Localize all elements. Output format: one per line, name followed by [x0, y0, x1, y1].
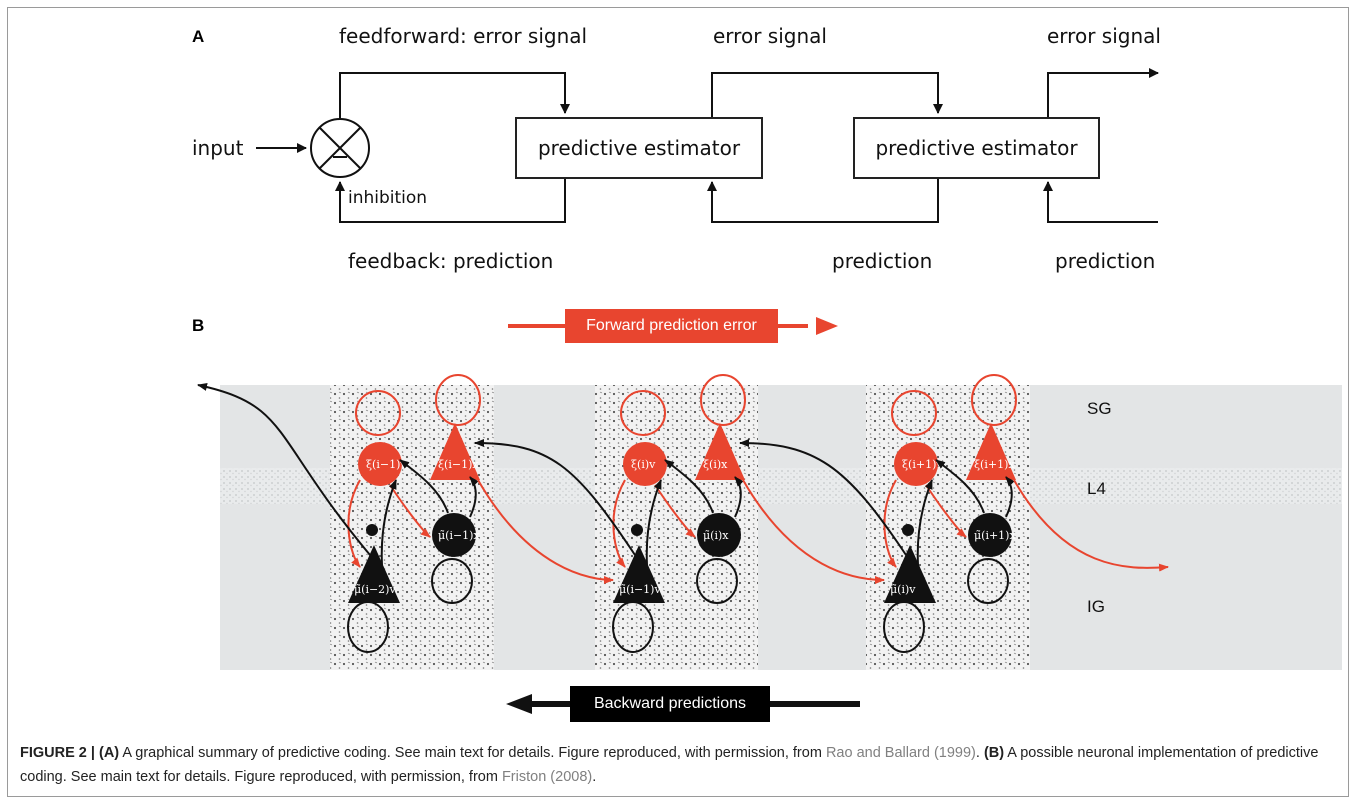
internal-prediction-arrow — [935, 459, 985, 514]
error-signal-label-3: error signal — [1047, 24, 1161, 48]
prediction-unit-x-label: μ̃(i)x — [703, 529, 729, 542]
internal-prediction-arrow — [664, 459, 714, 514]
inhibitory-dot — [902, 524, 914, 536]
error-unit-loop — [971, 374, 1017, 426]
internal-error-arrow — [883, 479, 897, 568]
input-label: input — [192, 136, 244, 160]
caption-b-text: A possible neuronal implementation of pr… — [20, 745, 1319, 785]
feedforward-wire-2 — [711, 72, 943, 118]
prediction-label-2: prediction — [832, 249, 933, 273]
prediction-unit-x-label: μ̃(i−1)x — [438, 529, 480, 542]
caption-b-end: . — [592, 769, 597, 785]
backward-prediction-arrow-2 — [739, 439, 907, 556]
internal-prediction-arrow — [1005, 476, 1015, 518]
error-unit-triangle — [966, 423, 1016, 480]
prediction-unit-x-label: μ̃(i+1)x — [974, 529, 1016, 542]
error-unit-v-label: ξ(i+1)v — [902, 458, 943, 471]
internal-error-arrow — [925, 484, 967, 538]
cortical-column-1: ξ(i−1)v ξ(i−1)x μ̃(i−1)x μ̃(i−2)v — [347, 374, 481, 653]
layer-label-l4: L4 — [1087, 479, 1106, 498]
inhibitory-dot — [366, 524, 378, 536]
error-unit-loop — [355, 390, 401, 436]
error-unit-v-label: ξ(i)v — [631, 458, 656, 471]
citation-rao-ballard[interactable]: Rao and Ballard (1999) — [825, 745, 976, 761]
internal-prediction-arrow — [734, 476, 744, 518]
inhibition-label: inhibition — [348, 188, 428, 208]
feedback-wire-1 — [335, 177, 566, 223]
citation-friston[interactable]: Friston (2008) — [501, 769, 593, 785]
layer-label-ig: IG — [1087, 597, 1105, 616]
error-unit-circle — [358, 442, 402, 486]
feedforward-label: feedforward: error signal — [339, 24, 588, 48]
caption-a-text: A graphical summary of predictive coding… — [119, 745, 826, 761]
layer-label-sg: SG — [1087, 399, 1112, 418]
feedback-wire-3 — [1043, 181, 1158, 223]
internal-error-arrow — [612, 479, 626, 568]
error-unit-loop — [435, 374, 481, 426]
internal-prediction-arrow — [380, 479, 397, 566]
panel-a-wires — [256, 68, 1159, 223]
prediction-unit-loop — [431, 558, 473, 604]
error-unit-x-label: ξ(i)x — [703, 458, 728, 471]
panel-b-label: B — [192, 316, 205, 335]
forward-error-arrow-1 — [477, 479, 614, 584]
error-unit-loop — [700, 374, 746, 426]
internal-error-arrow — [389, 484, 431, 538]
error-unit-x-label: ξ(i+1)x — [974, 458, 1015, 471]
prediction-unit-loop — [967, 558, 1009, 604]
prediction-unit-circle — [697, 513, 741, 557]
internal-error-arrow — [347, 479, 361, 568]
forward-error-arrow-2 — [742, 479, 885, 584]
error-unit-x-label: ξ(i−1)x — [438, 458, 479, 471]
prediction-unit-loop — [696, 558, 738, 604]
internal-error-arrow — [654, 484, 696, 538]
prediction-unit-triangle — [348, 545, 400, 603]
feedforward-wire-3 — [1047, 68, 1159, 118]
error-unit-v-label: ξ(i−1)v — [366, 458, 407, 471]
prediction-unit-circle — [432, 513, 476, 557]
error-unit-circle — [894, 442, 938, 486]
internal-prediction-arrow — [469, 476, 479, 518]
internal-prediction-arrow — [645, 479, 662, 566]
prediction-unit-triangle — [613, 545, 665, 603]
predictive-estimator-box-1: predictive estimator — [515, 117, 763, 179]
error-unit-loop — [620, 390, 666, 436]
feedback-label: feedback: prediction — [348, 249, 554, 273]
error-signal-label-2: error signal — [713, 24, 827, 48]
comparator-node — [310, 118, 370, 178]
error-unit-triangle — [430, 423, 480, 480]
prediction-unit-circle — [968, 513, 1012, 557]
error-unit-circle — [623, 442, 667, 486]
prediction-label-3: prediction — [1055, 249, 1156, 273]
figure-frame — [7, 7, 1349, 797]
caption-a-tag: (A) — [99, 745, 120, 761]
forward-prediction-error-banner: Forward prediction error — [565, 309, 778, 343]
cortex-diagram: ξ(i−1)v ξ(i−1)x μ̃(i−1)x μ̃(i−2)v ξ(i)v ξ(i)x… — [197, 374, 1342, 670]
feedback-wire-2 — [707, 177, 939, 223]
caption-a-end: . — [975, 745, 980, 761]
prediction-unit-v-label: μ̃(i−2)v — [354, 583, 396, 596]
feedforward-wire-1 — [339, 72, 570, 118]
internal-prediction-arrow — [399, 459, 449, 514]
caption-figure-label: FIGURE 2 | — [20, 745, 95, 761]
prediction-unit-v-label: μ̃(i)v — [890, 583, 916, 596]
caption-b-tag: (B) — [983, 745, 1005, 761]
panel-a-label: A — [192, 27, 205, 46]
cortical-column-3: ξ(i+1)v ξ(i+1)x μ̃(i+1)x μ̃(i)v — [883, 374, 1017, 653]
prediction-unit-triangle — [884, 545, 936, 603]
error-unit-loop — [891, 390, 937, 436]
predictive-estimator-box-2: predictive estimator — [853, 117, 1100, 179]
figure-caption: FIGURE 2 | (A) A graphical summary of pr… — [20, 741, 1340, 789]
prediction-unit-v-label: μ̃(i−1)v — [619, 583, 661, 596]
inhibitory-dot — [631, 524, 643, 536]
error-unit-triangle — [695, 423, 745, 480]
backward-prediction-arrow-1 — [474, 439, 636, 556]
forward-error-arrow-3 — [1013, 479, 1169, 572]
backward-prediction-arrow-3 — [197, 383, 371, 556]
internal-prediction-arrow — [916, 479, 933, 566]
cortical-column-2: ξ(i)v ξ(i)x μ̃(i)x μ̃(i−1)v — [612, 374, 746, 653]
backward-predictions-banner: Backward predictions — [570, 686, 770, 722]
